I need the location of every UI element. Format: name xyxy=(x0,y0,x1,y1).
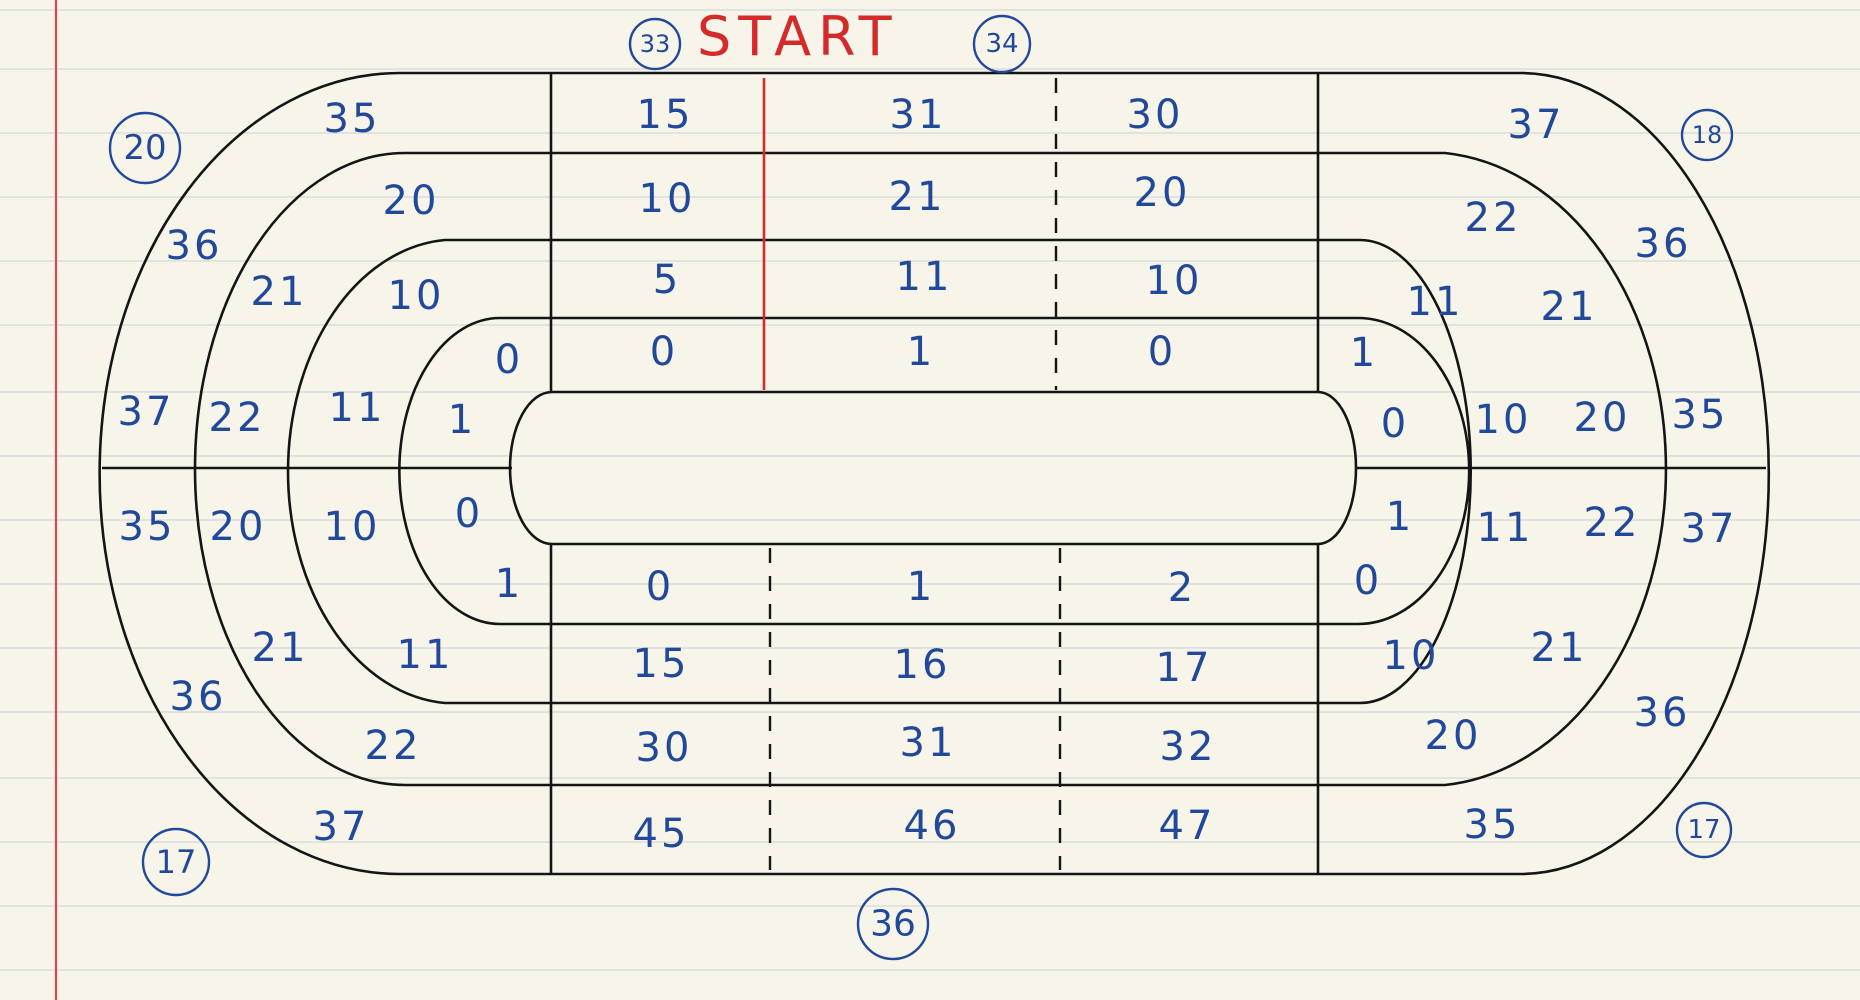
curve-label: 22 xyxy=(209,395,266,441)
top-cell: 31 xyxy=(890,92,947,138)
svg-text:36: 36 xyxy=(870,904,916,945)
top-cell: 0 xyxy=(650,329,678,375)
loop-3 xyxy=(193,151,1668,787)
badge-17-left: 17 xyxy=(141,827,211,897)
curve-label: 20 xyxy=(1574,395,1631,441)
badge-33: 33 xyxy=(628,17,682,71)
right-lower-curve: 1 11 22 37 0 10 21 36 20 35 xyxy=(1354,494,1738,848)
curve-label: 22 xyxy=(1465,195,1522,241)
bottom-cell: 2 xyxy=(1168,565,1196,611)
curve-label: 35 xyxy=(119,504,176,550)
curve-label: 21 xyxy=(1531,625,1588,671)
curve-label: 10 xyxy=(324,504,381,550)
left-upper-curve: 35 20 10 0 36 21 37 22 11 1 xyxy=(118,96,523,443)
badge-20: 20 xyxy=(108,111,182,185)
svg-text:34: 34 xyxy=(985,29,1018,59)
bottom-cell: 46 xyxy=(904,803,961,849)
bottom-cell: 15 xyxy=(633,641,690,687)
bottom-cell: 45 xyxy=(633,811,690,857)
curve-label: 1 xyxy=(495,561,523,607)
curve-label: 0 xyxy=(455,491,483,537)
svg-text:33: 33 xyxy=(640,30,671,58)
bottom-cell: 16 xyxy=(894,642,951,688)
curve-label: 10 xyxy=(1383,633,1440,679)
curve-label: 35 xyxy=(1464,802,1521,848)
svg-text:17: 17 xyxy=(156,843,197,881)
top-cell: 30 xyxy=(1127,92,1184,138)
curve-label: 11 xyxy=(397,632,454,678)
curve-label: 37 xyxy=(118,389,175,435)
bottom-cell: 30 xyxy=(636,725,693,771)
curve-label: 37 xyxy=(1508,102,1565,148)
bottom-cell: 32 xyxy=(1160,724,1217,770)
left-lower-curve: 35 20 10 0 1 21 11 36 22 37 xyxy=(119,491,523,850)
curve-label: 1 xyxy=(448,397,476,443)
ruled-lines xyxy=(0,9,1860,971)
curve-label: 21 xyxy=(251,269,308,315)
curve-label: 36 xyxy=(170,674,227,720)
svg-text:20: 20 xyxy=(123,128,166,168)
top-cell: 15 xyxy=(637,92,694,138)
curve-label: 11 xyxy=(1407,279,1464,325)
curve-label: 36 xyxy=(1635,221,1692,267)
curve-label: 20 xyxy=(1425,713,1482,759)
top-cell: 21 xyxy=(889,174,946,220)
loop-2 xyxy=(286,238,1473,705)
right-upper-curve: 37 22 36 11 21 1 0 10 20 35 xyxy=(1350,102,1729,447)
curve-label: 0 xyxy=(1354,558,1382,604)
bottom-cell: 0 xyxy=(646,564,674,610)
badge-18: 18 xyxy=(1680,108,1734,162)
curve-label: 10 xyxy=(388,273,445,319)
curve-label: 21 xyxy=(1541,284,1598,330)
curve-label: 22 xyxy=(1584,500,1641,546)
top-cell: 11 xyxy=(896,254,953,300)
bottom-cell: 31 xyxy=(900,720,957,766)
loop-1 xyxy=(398,316,1471,626)
svg-text:17: 17 xyxy=(1687,815,1720,845)
badge-36: 36 xyxy=(856,887,930,961)
track-outlines xyxy=(98,71,1771,876)
top-cell: 10 xyxy=(1146,258,1203,304)
bottom-cell: 1 xyxy=(907,564,935,610)
svg-text:18: 18 xyxy=(1692,121,1723,149)
curve-label: 1 xyxy=(1350,330,1378,376)
outer-loop xyxy=(98,71,1771,876)
badge-17-right: 17 xyxy=(1675,801,1733,859)
curve-label: 35 xyxy=(324,96,381,142)
curve-label: 20 xyxy=(383,178,440,224)
curve-label: 11 xyxy=(329,385,386,431)
bottom-cell: 17 xyxy=(1156,645,1213,691)
top-cell: 5 xyxy=(653,257,681,303)
bottom-grid: 0 1 2 15 16 17 30 31 32 45 46 47 xyxy=(633,564,1217,857)
curve-label: 37 xyxy=(1681,506,1738,552)
top-cell: 10 xyxy=(639,176,696,222)
curve-label: 36 xyxy=(166,223,223,269)
inner-loop xyxy=(508,390,1358,546)
curve-label: 35 xyxy=(1672,392,1729,438)
curve-label: 0 xyxy=(495,337,523,383)
curve-label: 10 xyxy=(1475,397,1532,443)
top-cell: 20 xyxy=(1134,170,1191,216)
curve-label: 22 xyxy=(365,723,422,769)
top-cell: 1 xyxy=(907,329,935,375)
curve-label: 1 xyxy=(1386,494,1414,540)
top-cell: 0 xyxy=(1148,329,1176,375)
curve-label: 0 xyxy=(1381,401,1409,447)
start-label: START xyxy=(697,5,899,68)
bottom-cell: 47 xyxy=(1159,803,1216,849)
top-grid: 15 31 30 10 21 20 5 11 10 0 1 0 xyxy=(637,92,1203,375)
curve-label: 37 xyxy=(313,804,370,850)
curve-label: 20 xyxy=(210,504,267,550)
curve-label: 21 xyxy=(252,625,309,671)
curve-label: 11 xyxy=(1477,505,1534,551)
curve-label: 36 xyxy=(1634,690,1691,736)
badge-34: 34 xyxy=(972,14,1032,74)
